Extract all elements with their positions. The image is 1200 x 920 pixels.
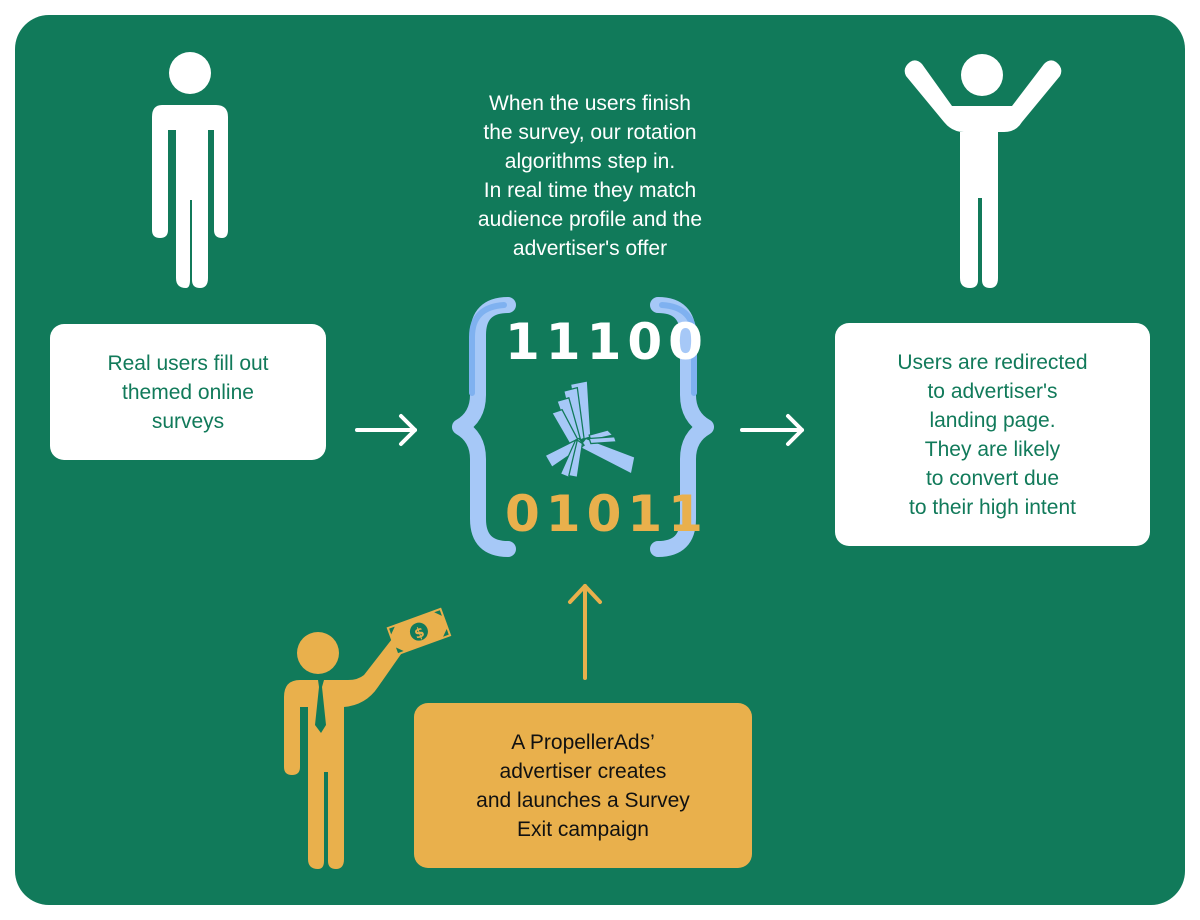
binary-top-text: 11100	[505, 313, 709, 371]
standing-person-icon	[152, 52, 228, 288]
redirect-step-card: Users are redirected to advertiser's lan…	[835, 323, 1150, 546]
code-braces-icon	[452, 297, 714, 557]
cheering-person-icon	[904, 54, 1062, 289]
propellerads-logo-icon	[544, 380, 636, 479]
advertiser-step-card: A PropellerAds’ advertiser creates and l…	[414, 703, 752, 868]
businessman-with-money-icon: $	[284, 607, 452, 869]
algorithm-caption: When the users finish the survey, our ro…	[477, 92, 703, 260]
arrow-advertiser-to-algorithm	[568, 584, 602, 680]
arrow-users-to-algorithm	[355, 414, 417, 446]
arrow-algorithm-to-redirect	[740, 414, 804, 446]
binary-bottom-text: 01011	[505, 485, 709, 543]
users-step-card: Real users fill out themed online survey…	[50, 324, 326, 460]
